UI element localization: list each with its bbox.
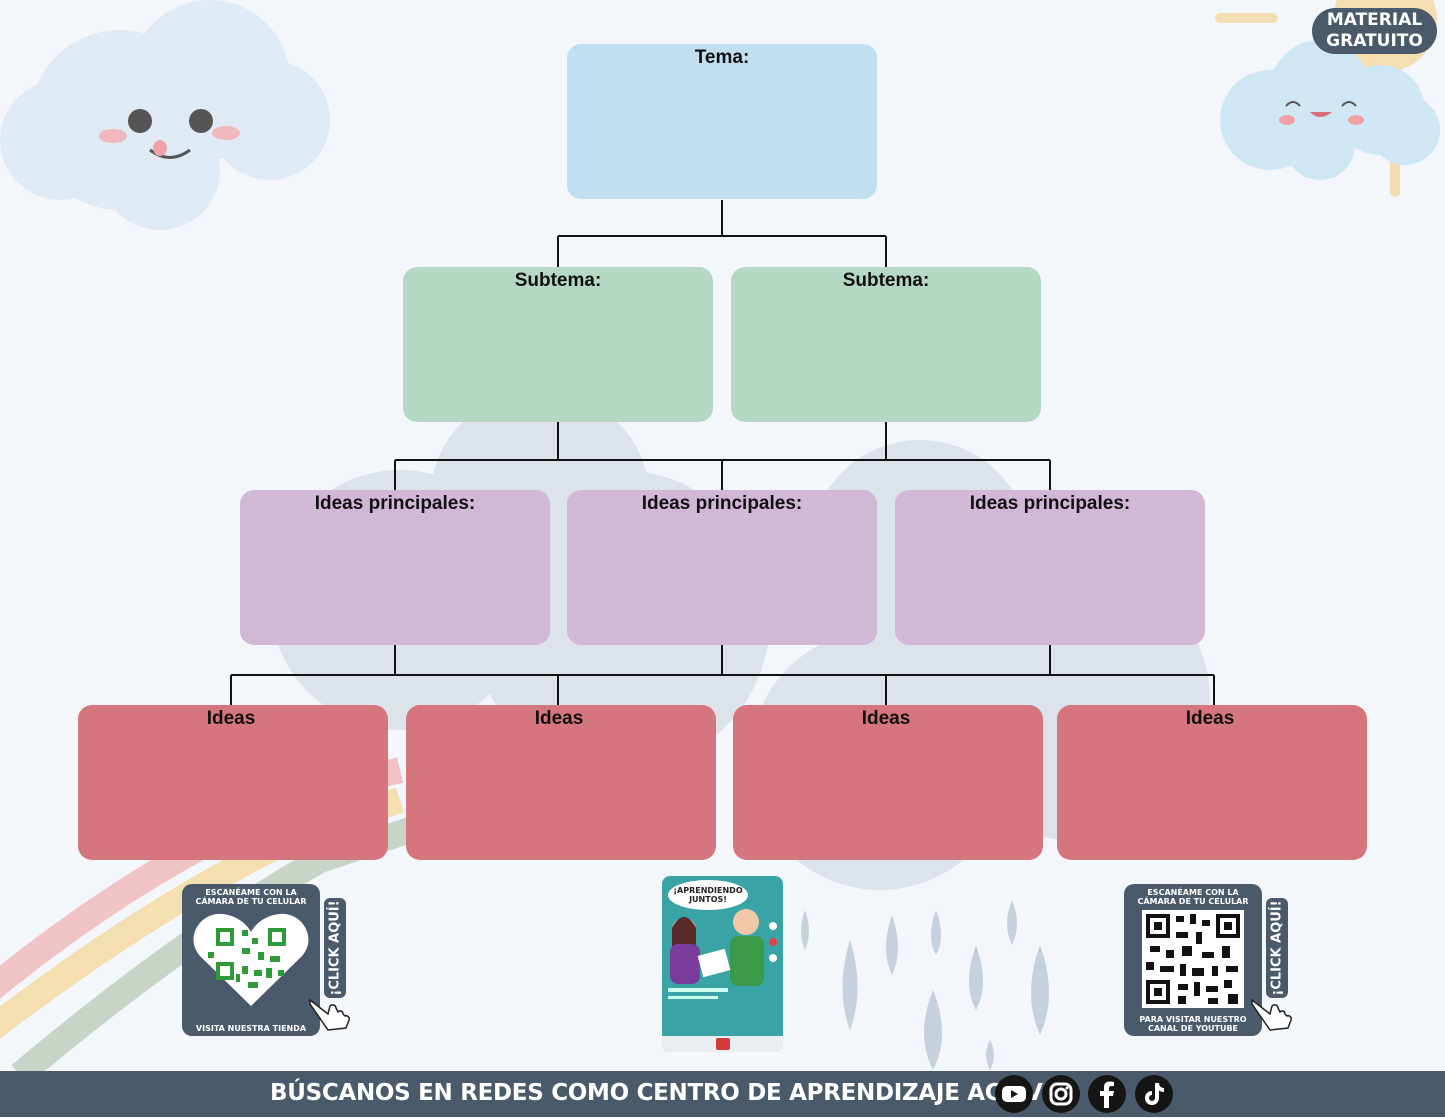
ideas-principales-box-1[interactable]: Ideas principales: [240,490,550,645]
pointer-hand-icon [1251,998,1292,1031]
click-here-tab-right[interactable]: ¡CLICK AQUÍ! [1266,898,1288,998]
smiling-cloud-left [0,0,330,230]
ideas-box-3[interactable]: Ideas [733,705,1043,860]
qr-instruction: ESCANÉAME CON LA CÁMARA DE TU CELULAR [1137,888,1249,906]
ideas-box-4[interactable]: Ideas [1057,705,1367,860]
footer-text: BÚSCANOS EN REDES COMO CENTRO DE APRENDI… [270,1080,1062,1106]
ideas-box-2[interactable]: Ideas [406,705,716,860]
ideas-label: Ideas [861,708,911,729]
tema-box[interactable]: Tema: [567,44,877,199]
ideas-principales-box-2[interactable]: Ideas principales: [567,490,877,645]
ideas-label: Ideas [1185,708,1235,729]
qr-caption: VISITA NUESTRA TIENDA [195,1024,307,1033]
facebook-icon[interactable] [1088,1075,1126,1113]
qr-caption: PARA VISITAR NUESTRO CANAL DE YOUTUBE [1139,1015,1247,1033]
click-here-label: ¡CLICK AQUÍ! [327,900,343,996]
tiktok-icon[interactable] [1135,1075,1173,1113]
ideas-principales-label: Ideas principales: [314,493,476,514]
ideas-label: Ideas [534,708,584,729]
ideas-label: Ideas [206,708,256,729]
qr-code-icon [1142,910,1244,1008]
aprendiendo-juntos-poster[interactable]: ¡APRENDIENDO JUNTOS! [662,876,783,1052]
raindrops-decoration [801,900,1049,1070]
footer-bar: BÚSCANOS EN REDES COMO CENTRO DE APRENDI… [0,1071,1445,1117]
subtema-label: Subtema: [514,270,602,291]
youtube-qr-card[interactable]: ESCANÉAME CON LA CÁMARA DE TU CELULAR PA… [1124,884,1262,1036]
heart-qr-code-icon [193,913,309,1006]
click-here-tab-left[interactable]: ¡CLICK AQUÍ! [324,898,346,998]
poster-illustration-icon [662,909,783,1052]
badge-line-1: MATERIAL [1326,10,1423,30]
ideas-principales-label: Ideas principales: [641,493,803,514]
store-qr-card[interactable]: ESCANÉAME CON LA CÁMARA DE TU CELULAR VI… [182,884,320,1036]
material-gratuito-badge: MATERIAL GRATUITO [1312,8,1437,54]
badge-line-2: GRATUITO [1326,31,1423,51]
subtema-label: Subtema: [842,270,930,291]
youtube-icon[interactable] [995,1075,1033,1113]
tema-label: Tema: [694,47,750,68]
subtema-box-2[interactable]: Subtema: [731,267,1041,422]
pointer-hand-icon [309,998,350,1031]
instagram-icon[interactable] [1042,1075,1080,1113]
ideas-principales-box-3[interactable]: Ideas principales: [895,490,1205,645]
ideas-box-1[interactable]: Ideas [78,705,388,860]
poster-bubble: ¡APRENDIENDO JUNTOS! [668,880,748,910]
subtema-box-1[interactable]: Subtema: [403,267,713,422]
qr-instruction: ESCANÉAME CON LA CÁMARA DE TU CELULAR [195,888,307,906]
connector-lines [230,200,1215,705]
ideas-principales-label: Ideas principales: [969,493,1131,514]
click-here-label: ¡CLICK AQUÍ! [1269,900,1285,996]
